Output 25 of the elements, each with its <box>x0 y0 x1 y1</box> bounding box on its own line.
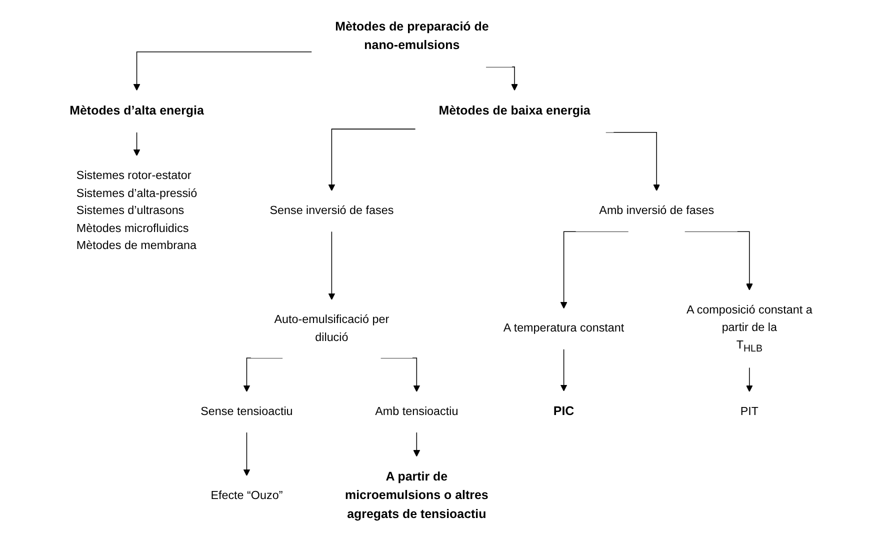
node-text: PIT <box>740 404 758 418</box>
arrow <box>133 52 312 91</box>
arrow <box>243 358 283 392</box>
arrow <box>413 432 420 457</box>
arrow <box>746 367 753 392</box>
arrow <box>560 348 568 392</box>
arrow <box>328 128 416 192</box>
node-text: Efecte “Ouzo” <box>210 488 283 502</box>
arrow <box>486 66 518 91</box>
node-text: A temperatura constant <box>503 322 624 335</box>
arrow <box>133 132 140 156</box>
node-text: Mètodes de preparació de nano-emulsions <box>335 20 489 52</box>
arrow <box>380 358 420 392</box>
node-text: Sistemes rotor-estator Sistemes d’alta-pressió Sistemes d’ultrasons Mètodes microfluidics Mètodes de membrana <box>76 168 198 252</box>
node-text: Amb tensioactiu <box>375 404 458 418</box>
node-text: Sense inversió de fases <box>270 204 394 218</box>
node-text: A composició constant a partir de la T$_{HLB}$ <box>686 303 812 354</box>
node-text: Mètodes d’alta energia <box>70 104 204 118</box>
node-text: Sense tensioactiu <box>200 404 293 418</box>
node-text: A partir de microemulsions o altres agregats de tensioactiu <box>345 470 488 521</box>
node-text: Mètodes de baixa energia <box>438 104 590 118</box>
arrow <box>243 432 250 476</box>
node-text: Auto-emulsificació per dilució <box>274 312 390 344</box>
node-text: PIC <box>553 404 574 418</box>
arrow <box>328 231 336 300</box>
